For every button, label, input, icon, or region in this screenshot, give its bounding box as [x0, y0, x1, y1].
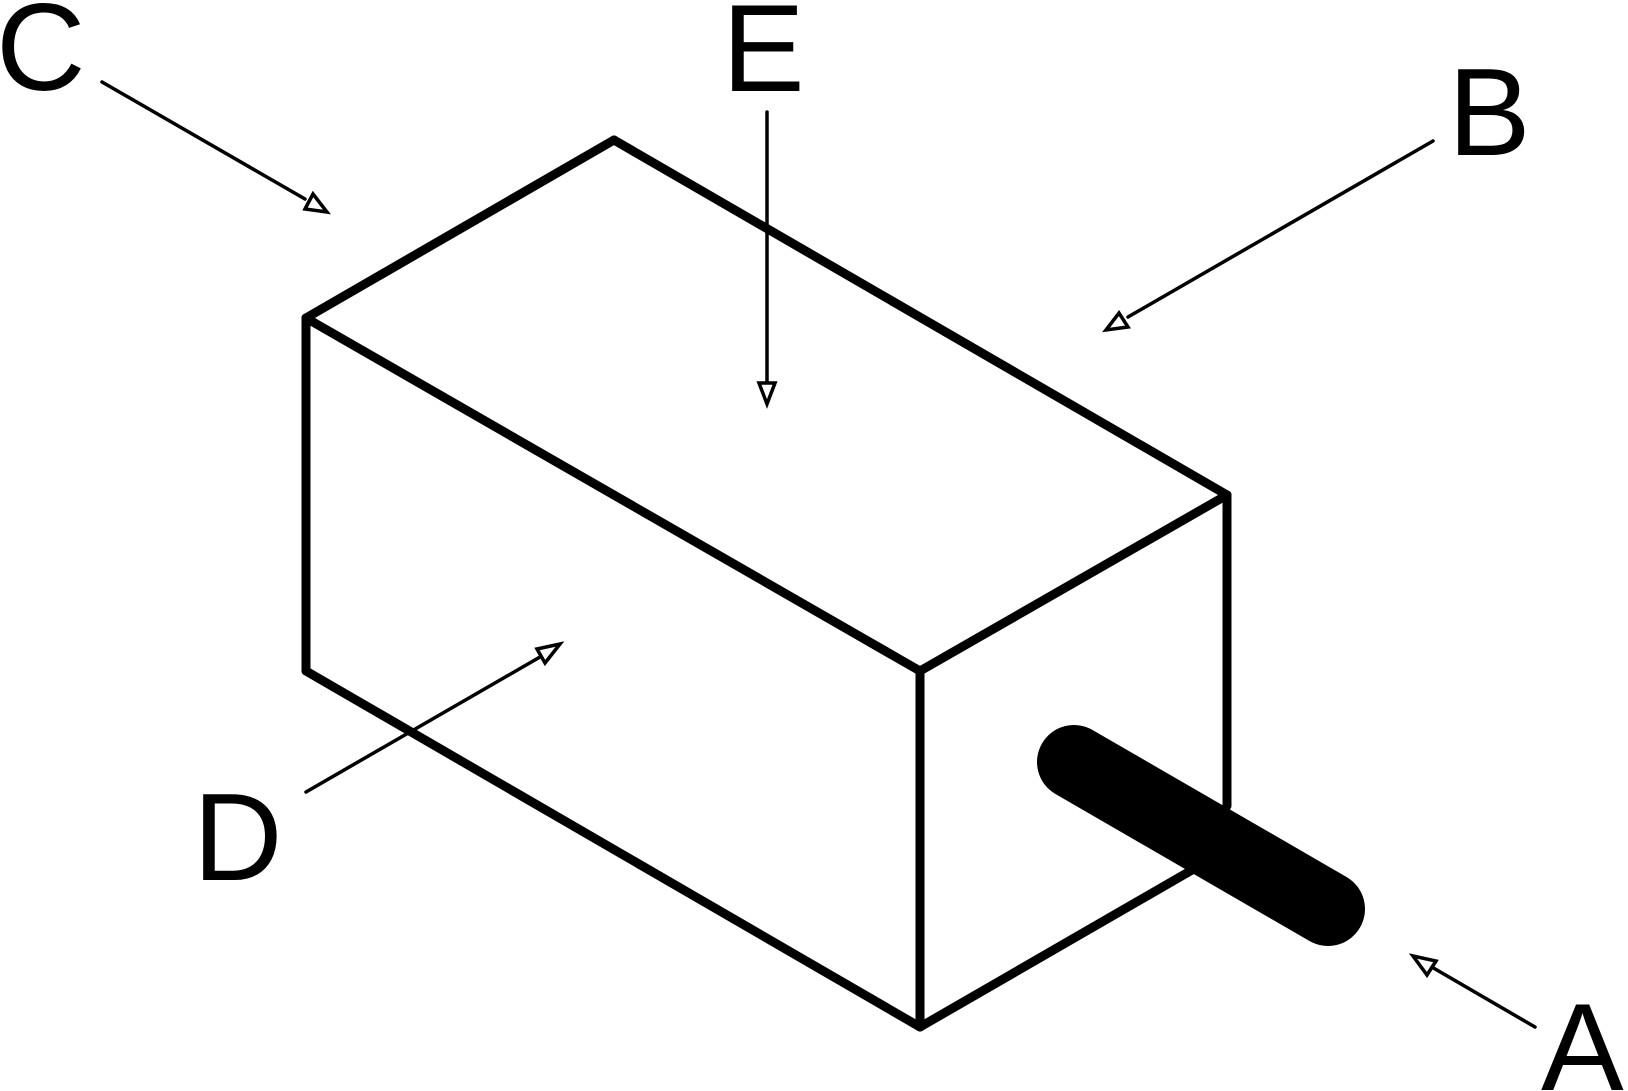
arrow-e — [756, 110, 778, 409]
arrow-b-head — [1102, 309, 1131, 333]
arrow-d — [304, 641, 565, 794]
arrow-a-head — [1408, 953, 1439, 979]
arrow-a-shaft — [1428, 964, 1537, 1029]
box-edge-top-right-front — [915, 490, 1232, 676]
label-b: B — [1448, 44, 1531, 182]
label-e: E — [722, 0, 805, 118]
arrow-d-head — [534, 641, 565, 667]
box-edge-top-front — [301, 313, 925, 676]
box-edge-top-right-back — [609, 135, 1232, 500]
arrow-c-head — [302, 190, 332, 215]
arrow-b-shaft — [1126, 139, 1435, 319]
arrow-a — [1408, 953, 1537, 1029]
box-edge-bottom-right — [915, 865, 1197, 1032]
box-edge-bottom-front — [301, 666, 925, 1032]
label-c: C — [0, 0, 86, 117]
arrow-b — [1102, 139, 1435, 333]
arrow-e-head — [756, 381, 778, 409]
shaft — [1037, 725, 1365, 946]
box — [301, 135, 1232, 1032]
box-edge-top-left-back — [301, 135, 619, 323]
label-d: D — [193, 769, 283, 907]
arrow-c-shaft — [100, 80, 307, 201]
label-a: A — [1541, 979, 1624, 1091]
arrow-c — [100, 80, 332, 215]
arrow-d-shaft — [304, 655, 542, 794]
